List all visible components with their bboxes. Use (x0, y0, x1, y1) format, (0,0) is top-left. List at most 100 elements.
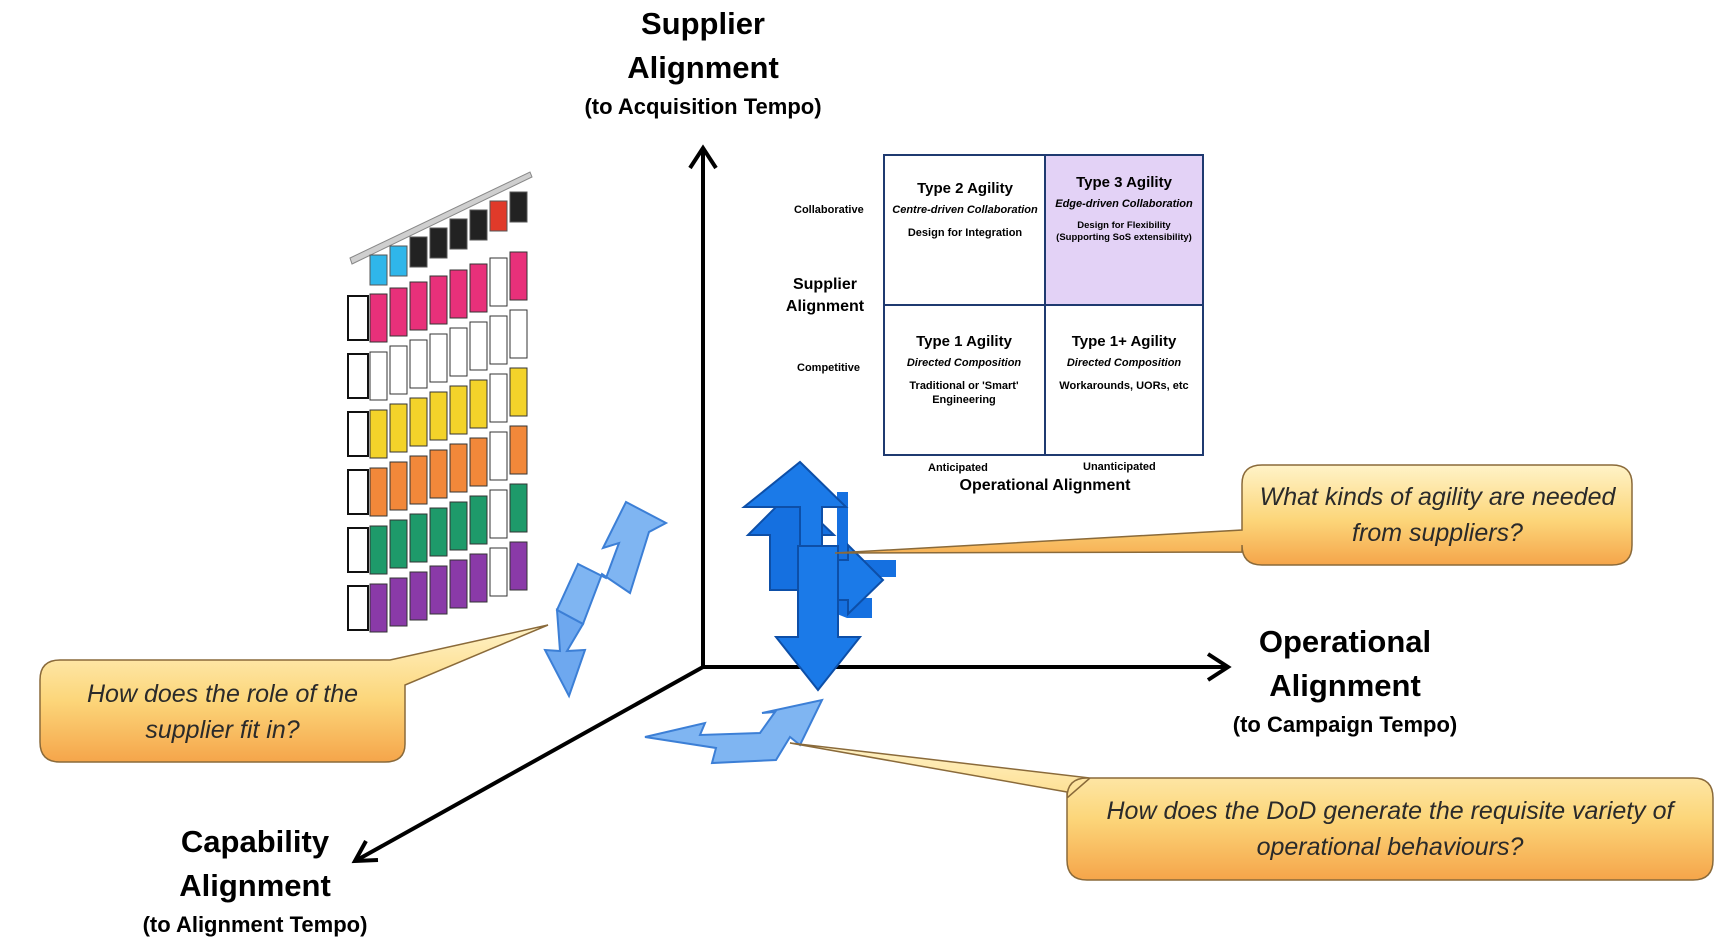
matrix-cell (489, 547, 508, 597)
matrix-cell (369, 409, 388, 459)
capability-axis-title-line1: Capability (180, 824, 330, 859)
matrix-cell (509, 425, 528, 475)
quadrant-cell-type1plus: Type 1+ Agility Directed Composition Wor… (1050, 333, 1198, 393)
matrix-header-box (389, 245, 408, 277)
matrix-cell (449, 501, 468, 551)
quadrant-label-collaborative: Collaborative (794, 204, 864, 216)
agility-quadrant-grid (883, 154, 1204, 456)
matrix-top-bar (349, 171, 533, 265)
matrix-cell (409, 281, 428, 331)
type2-subtitle: Centre-driven Collaboration (892, 204, 1038, 216)
matrix-cell (429, 565, 448, 615)
capability-axis-title-line3: (to Alignment Tempo) (142, 912, 368, 937)
matrix-cell (409, 571, 428, 621)
matrix-cell (449, 269, 468, 319)
matrix-cell (469, 495, 488, 545)
matrix-cell (409, 455, 428, 505)
type3-title: Type 3 Agility (1076, 174, 1172, 191)
operational-axis-title-line1: Operational (1258, 624, 1432, 659)
matrix-header-box (469, 209, 488, 241)
quadrant-label-unanticipated: Unanticipated (1083, 461, 1156, 473)
matrix-row-label (347, 353, 369, 399)
operational-axis-title-line2: Alignment (1269, 668, 1421, 703)
quadrant-type3-fill (1046, 155, 1203, 305)
matrix-row-label (347, 411, 369, 457)
type1-subtitle: Directed Composition (906, 357, 1022, 369)
callout-dod-text: How does the DoD generate the requisite … (1106, 797, 1674, 861)
matrix-cell (369, 351, 388, 401)
matrix-cell (429, 391, 448, 441)
matrix-cell (429, 507, 448, 557)
capability-axis (356, 665, 704, 862)
matrix-cell (409, 339, 428, 389)
quadrant-cell-type1: Type 1 Agility Directed Composition Trad… (888, 333, 1040, 407)
type1plus-description: Workarounds, UORs, etc (1059, 380, 1189, 392)
operational-axis-title: Operational Alignment (to Campaign Tempo… (1140, 620, 1550, 742)
axes (351, 144, 1232, 864)
matrix-cell (389, 403, 408, 453)
matrix-cell (449, 327, 468, 377)
matrix-cell (469, 437, 488, 487)
matrix-cell (429, 449, 448, 499)
matrix-cell (489, 431, 508, 481)
quadrant-y-axis-label: Supplier Alignment (785, 276, 865, 315)
matrix-cell (389, 461, 408, 511)
matrix-cell (449, 559, 468, 609)
capability-rotation-arrow (543, 500, 669, 699)
quadrant-x-axis-label: Operational Alignment (959, 477, 1131, 494)
capability-axis-title-line2: Alignment (179, 868, 331, 903)
type1plus-subtitle: Directed Composition (1066, 357, 1182, 369)
matrix-cell (449, 443, 468, 493)
operational-rotation-arrow (644, 698, 824, 765)
quadrant-label-anticipated: Anticipated (928, 462, 988, 474)
type3-subtitle: Edge-driven Collaboration (1055, 198, 1193, 210)
matrix-cell (509, 367, 528, 417)
capability-axis-arrowhead (351, 840, 379, 864)
matrix-cell (429, 275, 448, 325)
matrix-cell (469, 379, 488, 429)
operational-axis-arrowhead (1206, 652, 1232, 682)
matrix-header-box (449, 218, 468, 250)
matrix-cell (509, 251, 528, 301)
matrix-cell (469, 321, 488, 371)
matrix-cell (369, 293, 388, 343)
type2-description: Design for Integration (907, 227, 1023, 239)
capability-axis-title: Capability Alignment (to Alignment Tempo… (70, 820, 440, 942)
matrix-cell (369, 525, 388, 575)
matrix-header-box (429, 227, 448, 259)
quadrant-cell-type2: Type 2 Agility Centre-driven Collaborati… (890, 180, 1040, 240)
type1-description: Traditional or 'Smart' Engineering (909, 380, 1019, 406)
matrix-cell (429, 333, 448, 383)
callout-suppliers-bubble (834, 464, 1633, 566)
matrix-header-box (369, 254, 388, 286)
type2-title: Type 2 Agility (917, 180, 1013, 197)
quadrant-label-competitive: Competitive (797, 362, 860, 374)
supplier-axis-arrowhead (688, 144, 718, 170)
matrix-cell (489, 315, 508, 365)
supplier-rotation-arrow (741, 460, 896, 692)
matrix-cell (509, 309, 528, 359)
matrix-cell (469, 263, 488, 313)
matrix-cell (369, 583, 388, 633)
type3-description: Design for Flexibility (Supporting SoS e… (1056, 220, 1192, 243)
operational-axis-title-line3: (to Campaign Tempo) (1232, 712, 1458, 737)
matrix-cell (449, 385, 468, 435)
matrix-row-label (347, 469, 369, 515)
capability-matrix-illustration (347, 171, 533, 633)
matrix-cell (509, 541, 528, 591)
matrix-cell (489, 257, 508, 307)
matrix-cell (489, 373, 508, 423)
matrix-cell (509, 483, 528, 533)
matrix-row-label (347, 527, 369, 573)
matrix-row-label (347, 295, 369, 341)
matrix-cell (389, 577, 408, 627)
matrix-header-box (509, 191, 528, 223)
matrix-header-box (409, 236, 428, 268)
supplier-axis-title-line1: Supplier (640, 6, 765, 41)
matrix-cell (469, 553, 488, 603)
matrix-cell (389, 519, 408, 569)
matrix-cell (409, 397, 428, 447)
supplier-axis-title-line2: Alignment (627, 50, 779, 85)
matrix-cell (409, 513, 428, 563)
